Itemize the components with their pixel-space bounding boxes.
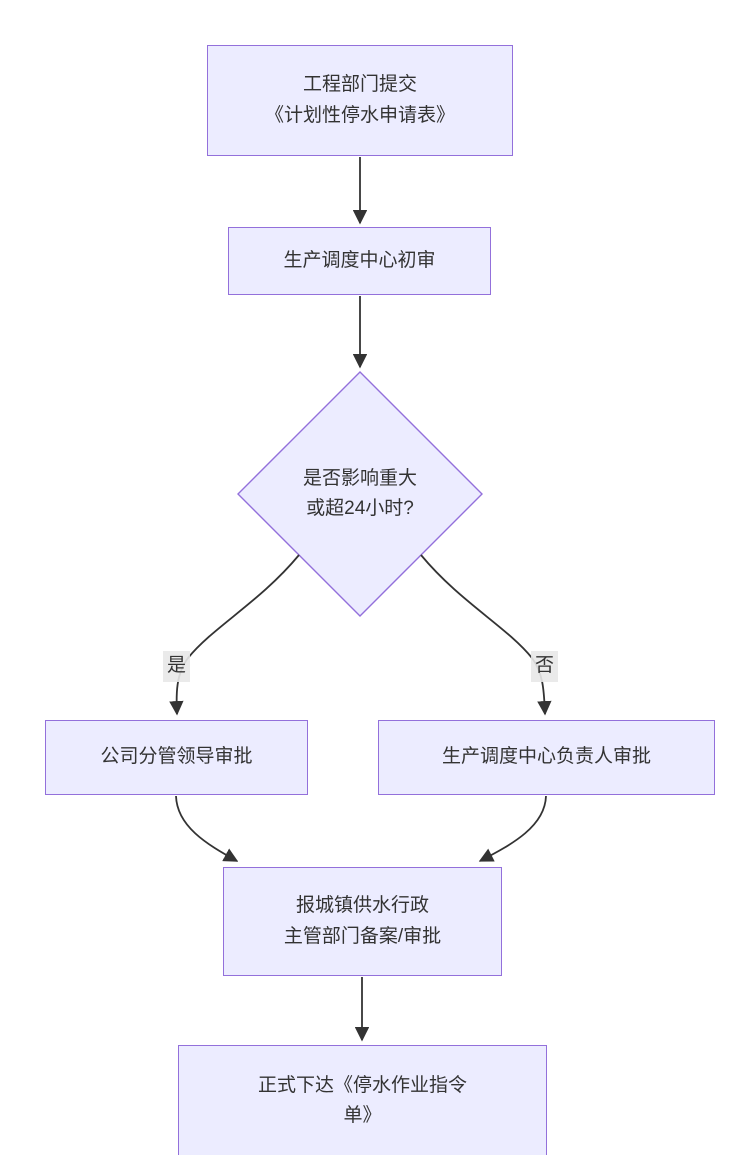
node-issue-order-label: 正式下达《停水作业指令 单》: [257, 1074, 467, 1126]
edge-center-head-approval-to-gov-filing: [478, 795, 547, 862]
edge-decision-yes-to-leader-approval: [169, 554, 300, 716]
node-leader-approval-label: 公司分管领导审批: [100, 746, 253, 768]
node-submit-application-label: 工程部门提交 《计划性停水申请表》: [264, 74, 455, 126]
edge-leader-approval-to-gov-filing: [175, 795, 239, 862]
node-center-head-approval-label: 生产调度中心负责人审批: [441, 746, 651, 768]
node-leader-approval: 公司分管领导审批: [45, 720, 308, 795]
node-submit-application: 工程部门提交 《计划性停水申请表》: [207, 45, 513, 156]
node-initial-review-label: 生产调度中心初审: [283, 249, 436, 271]
edge-decision-no-to-center-head-approval: [420, 554, 552, 716]
node-center-head-approval: 生产调度中心负责人审批: [378, 720, 715, 795]
node-gov-filing-label: 报城镇供水行政 主管部门备案/审批: [283, 895, 442, 947]
node-initial-review: 生产调度中心初审: [228, 227, 491, 295]
edge-label-yes: 是: [163, 651, 191, 682]
node-issue-order: 正式下达《停水作业指令 单》: [178, 1045, 547, 1155]
node-gov-filing: 报城镇供水行政 主管部门备案/审批: [223, 867, 502, 976]
node-decision: 是否影响重大 或超24小时?: [238, 432, 482, 556]
edge-label-no: 否: [531, 651, 559, 682]
node-decision-label: 是否影响重大 或超24小时?: [302, 467, 417, 519]
